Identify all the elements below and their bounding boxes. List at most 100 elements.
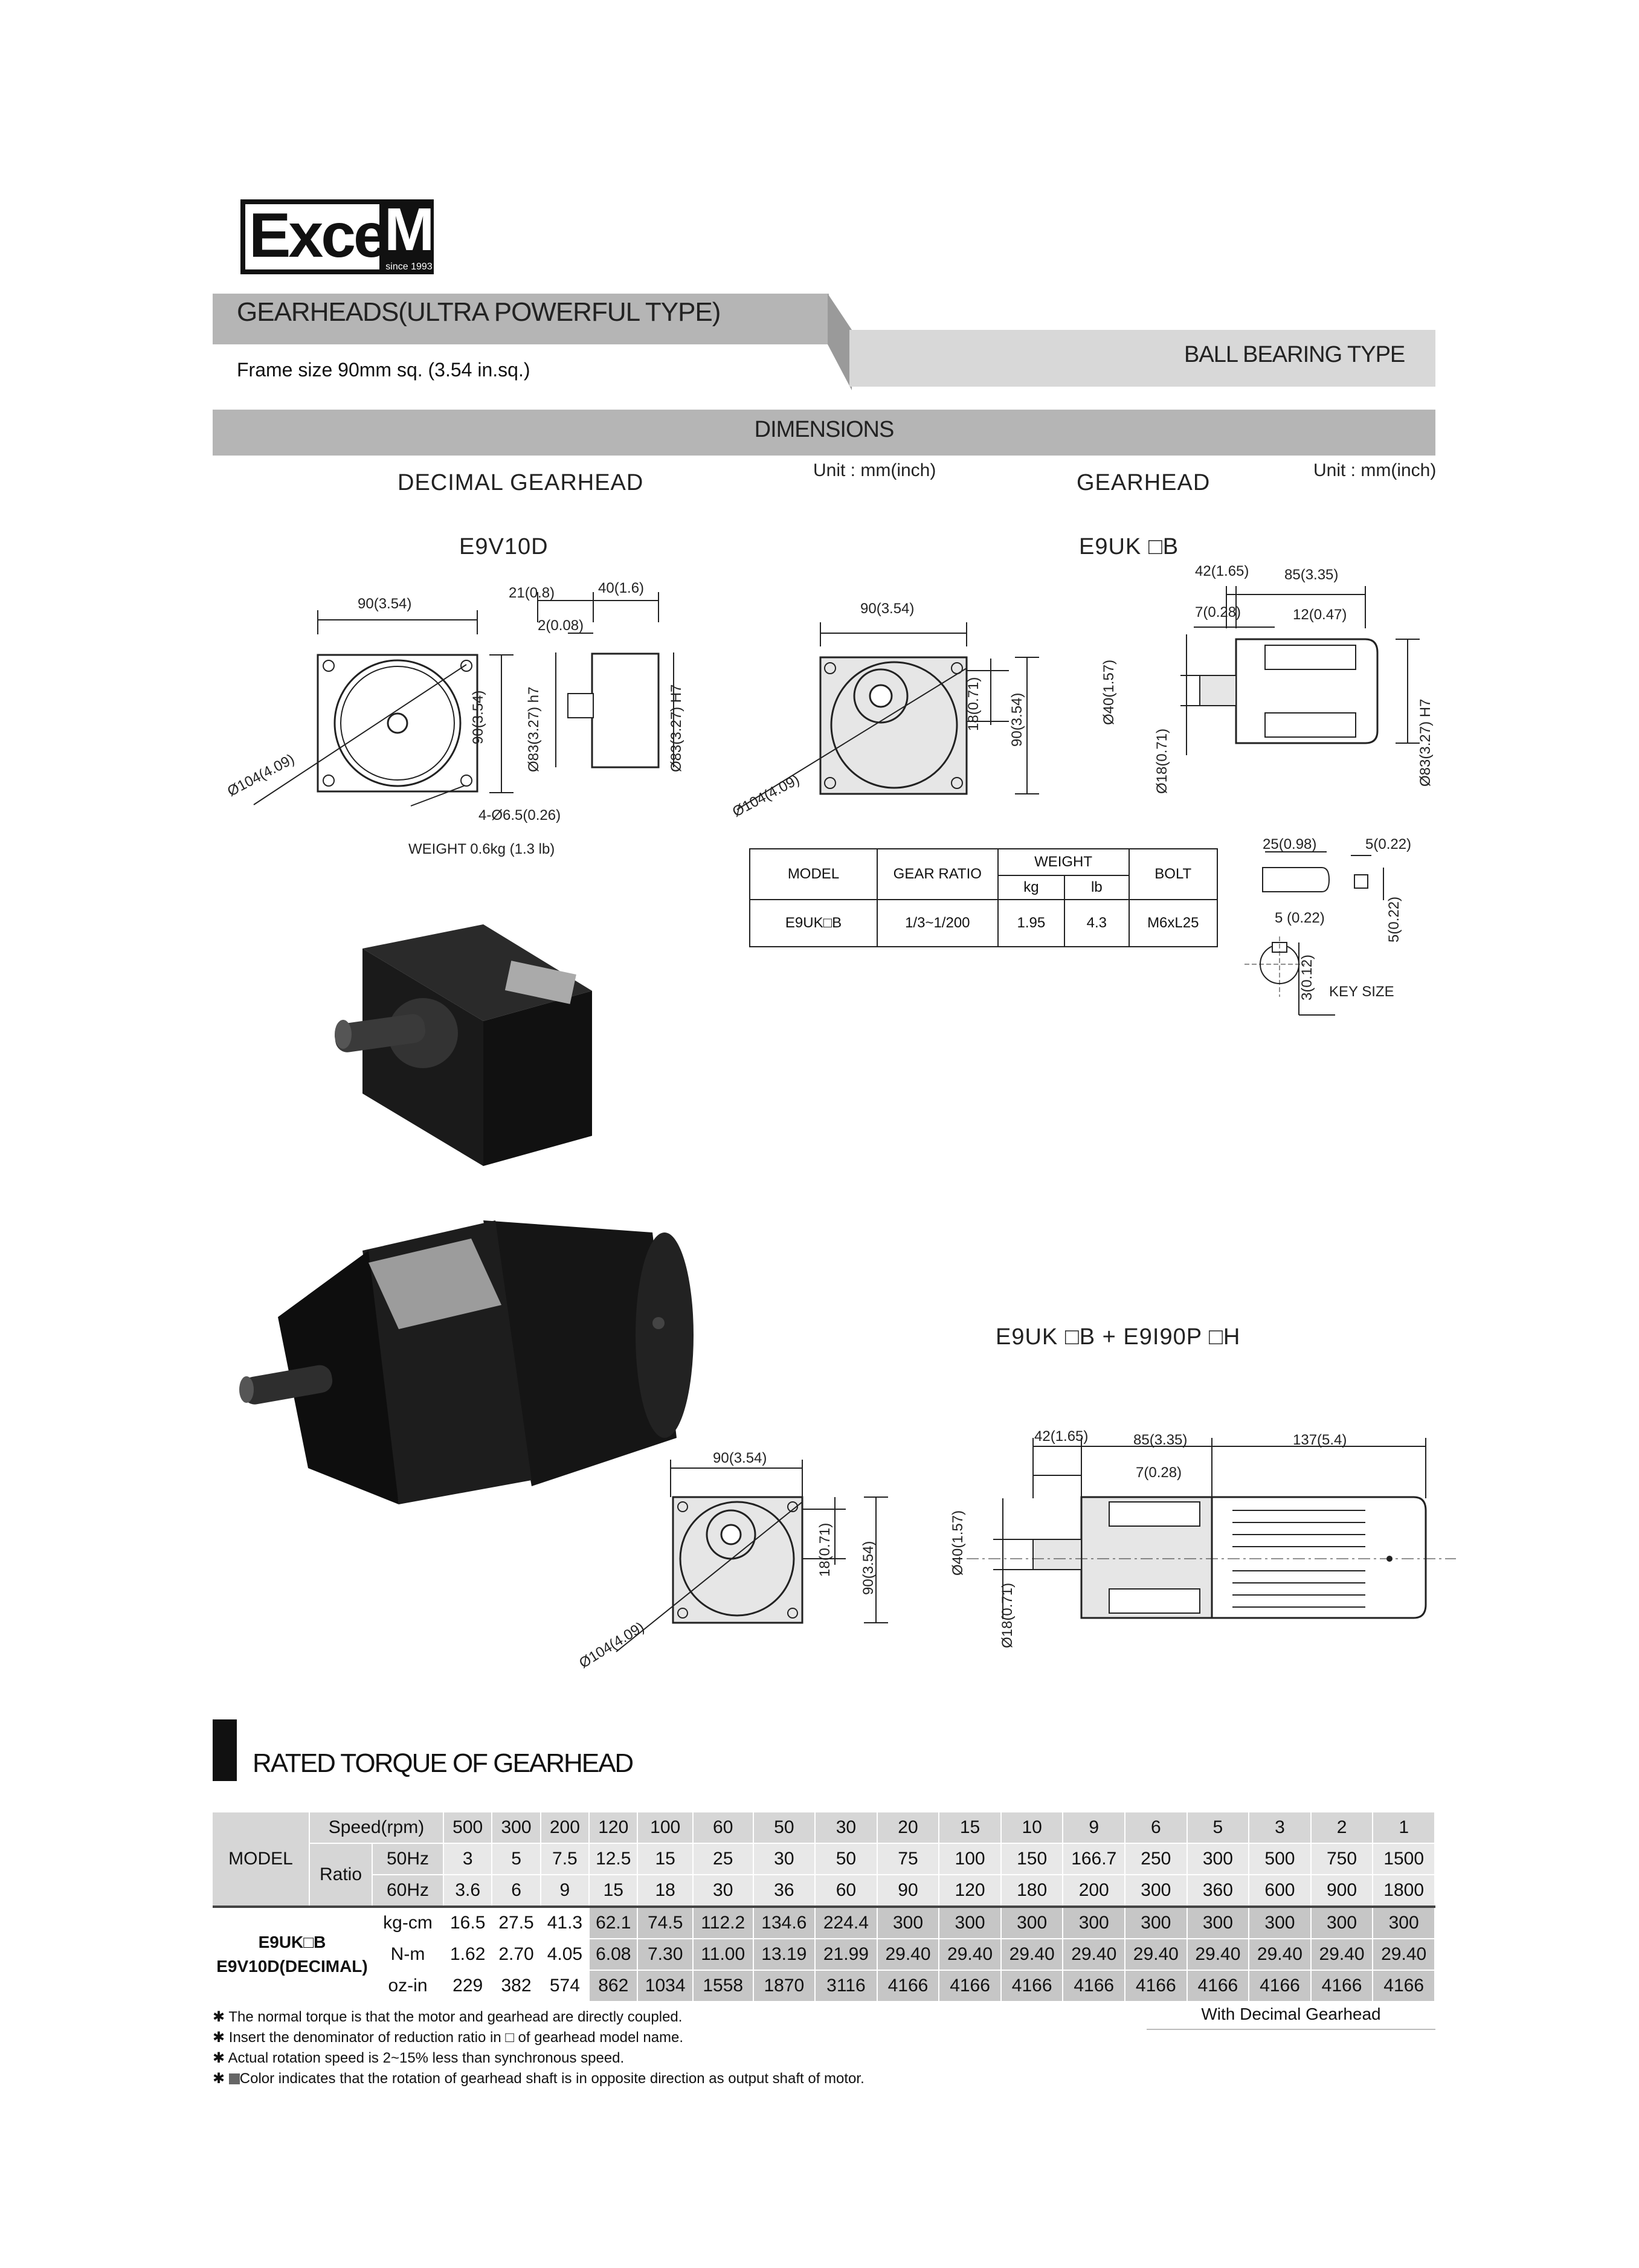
combo-front-drawing <box>616 1460 888 1652</box>
torque-cell-nm: 2.70 <box>492 1939 541 1971</box>
torque-cell-ozin: 4166 <box>877 1970 940 2002</box>
torque-cell-ozin: 4166 <box>1373 1970 1435 2002</box>
torque-cell-ratio50: 166.7 <box>1063 1843 1126 1875</box>
note-2-text: Insert the denominator of reduction rati… <box>228 2029 684 2046</box>
torque-cell-ratio50: 25 <box>692 1843 754 1875</box>
torque-cell-speed: 20 <box>877 1812 940 1844</box>
note-3: ✱ Actual rotation speed is 2~15% less th… <box>213 2050 625 2066</box>
torque-cell-ozin: 4166 <box>1249 1970 1312 2002</box>
spec-bolt: M6xL25 <box>1128 899 1219 947</box>
note-2: ✱ Insert the denominator of reduction ra… <box>213 2029 684 2046</box>
torque-cell-speed: 300 <box>492 1812 541 1844</box>
title-band <box>213 294 829 344</box>
torque-cell-kgcm: 300 <box>1063 1907 1126 1939</box>
torque-cell-ratio50: 250 <box>1125 1843 1188 1875</box>
torque-cell-nm: 29.40 <box>1000 1939 1064 1971</box>
torque-cell-speed: 5 <box>1187 1812 1250 1844</box>
torque-cell-ratio60: 360 <box>1187 1875 1250 1907</box>
torque-cell-ratio60: 600 <box>1249 1875 1312 1907</box>
unit-left: Unit : mm(inch) <box>813 460 936 480</box>
torque-cell-speed: 10 <box>1000 1812 1064 1844</box>
logo-m-block: M <box>384 196 435 263</box>
torque-cell-ratio60: 9 <box>540 1875 590 1907</box>
torque-cell-ratio50: 100 <box>939 1843 1002 1875</box>
spec-table: MODEL GEAR RATIO WEIGHT BOLT kg lb E9UK□… <box>749 848 1219 947</box>
torque-cell-ozin: 4166 <box>1187 1970 1250 2002</box>
dimensions-band <box>213 410 1435 456</box>
shade-swatch <box>228 2073 240 2084</box>
dim-90-vert-a <box>489 654 514 793</box>
dim-42: 42(1.65) <box>1195 563 1249 579</box>
e9v10d-front-drawing <box>253 610 478 807</box>
torque-cell-speed: 30 <box>815 1812 878 1844</box>
torque-cell-ozin: 4166 <box>1000 1970 1064 2002</box>
key-5c: 5(0.22) <box>1386 896 1402 942</box>
torque-cell-ratio50: 50 <box>815 1843 878 1875</box>
torque-cell-speed: 2 <box>1310 1812 1374 1844</box>
dim-90-top-a: 90(3.54) <box>358 596 412 612</box>
torque-cell-nm: 29.40 <box>1249 1939 1312 1971</box>
dim-90-top-b: 90(3.54) <box>860 601 915 617</box>
torque-cell-speed: 50 <box>753 1812 816 1844</box>
torque-hdr-60hz: 60Hz <box>372 1875 444 1907</box>
torque-cell-nm: 29.40 <box>1310 1939 1374 1971</box>
torque-cell-kgcm: 300 <box>1249 1907 1312 1939</box>
note-1-text: The normal torque is that the motor and … <box>228 2009 683 2025</box>
spec-hdr-model: MODEL <box>749 848 878 900</box>
spec-hdr-lb: lb <box>1064 875 1130 900</box>
dim-90-vert-b: 90(3.54) <box>1009 692 1025 747</box>
key-5b: 5 (0.22) <box>1275 910 1325 926</box>
spec-kg: 1.95 <box>997 899 1066 947</box>
torque-cell-kgcm: 112.2 <box>692 1907 754 1939</box>
dim-18-c: 18(0.71) <box>817 1522 833 1577</box>
torque-cell-ratio50: 500 <box>1249 1843 1312 1875</box>
title-band-corner <box>828 294 852 390</box>
dim-4hole: 4-Ø6.5(0.26) <box>478 807 561 823</box>
dim-42-c: 42(1.65) <box>1034 1428 1089 1445</box>
dim-83-h7-lower: Ø83(3.27) h7 <box>526 686 542 772</box>
note-4: ✱ Color indicates that the rotation of g… <box>213 2070 865 2087</box>
spec-hdr-kg: kg <box>997 875 1066 900</box>
torque-cell-nm: 29.40 <box>939 1939 1002 1971</box>
torque-cell-ratio60: 180 <box>1000 1875 1064 1907</box>
torque-cell-speed: 6 <box>1125 1812 1188 1844</box>
model-e9v10d: E9V10D <box>459 534 549 559</box>
torque-cell-ozin: 229 <box>443 1970 493 2002</box>
brand-logo: Exce M since 1993 <box>240 199 434 274</box>
torque-cell-ozin: 574 <box>540 1970 590 2002</box>
torque-section-marker <box>213 1719 237 1781</box>
spec-hdr-weight: WEIGHT <box>997 848 1130 876</box>
torque-cell-ratio50: 3 <box>443 1843 493 1875</box>
torque-cell-speed: 15 <box>939 1812 1002 1844</box>
torque-model-cell: E9UK□B E9V10D(DECIMAL) <box>213 1907 373 2002</box>
torque-cell-speed: 1 <box>1373 1812 1435 1844</box>
torque-cell-ratio50: 15 <box>637 1843 694 1875</box>
dim-12: 12(0.47) <box>1293 607 1347 623</box>
torque-cell-ozin: 3116 <box>815 1970 878 2002</box>
torque-title: RATED TORQUE OF GEARHEAD <box>253 1748 634 1778</box>
torque-cell-ratio60: 90 <box>877 1875 940 1907</box>
decimal-gearhead-heading: DECIMAL GEARHEAD <box>398 470 644 495</box>
torque-cell-kgcm: 300 <box>1373 1907 1435 1939</box>
torque-cell-ratio50: 300 <box>1187 1843 1250 1875</box>
motor-gearhead-photo <box>239 1220 694 1504</box>
torque-cell-ratio60: 300 <box>1125 1875 1188 1907</box>
torque-cell-nm: 21.99 <box>815 1939 878 1971</box>
torque-unit-nm: N-m <box>372 1939 444 1971</box>
spec-hdr-bolt: BOLT <box>1128 848 1219 900</box>
logo-wordmark: Exce <box>240 199 388 274</box>
gearhead-photo <box>334 924 592 1166</box>
torque-cell-kgcm: 300 <box>1310 1907 1374 1939</box>
torque-cell-kgcm: 300 <box>877 1907 940 1939</box>
torque-cell-ratio50: 5 <box>492 1843 541 1875</box>
model-combo: E9UK □B + E9I90P □H <box>996 1324 1241 1350</box>
page-title: GEARHEADS(ULTRA POWERFUL TYPE) <box>237 297 721 327</box>
torque-cell-ratio60: 15 <box>589 1875 639 1907</box>
spec-ratio: 1/3~1/200 <box>876 899 999 947</box>
torque-cell-nm: 11.00 <box>692 1939 754 1971</box>
torque-cell-kgcm: 134.6 <box>753 1907 816 1939</box>
combo-side-drawing <box>967 1438 1456 1619</box>
torque-cell-ratio50: 12.5 <box>589 1843 639 1875</box>
